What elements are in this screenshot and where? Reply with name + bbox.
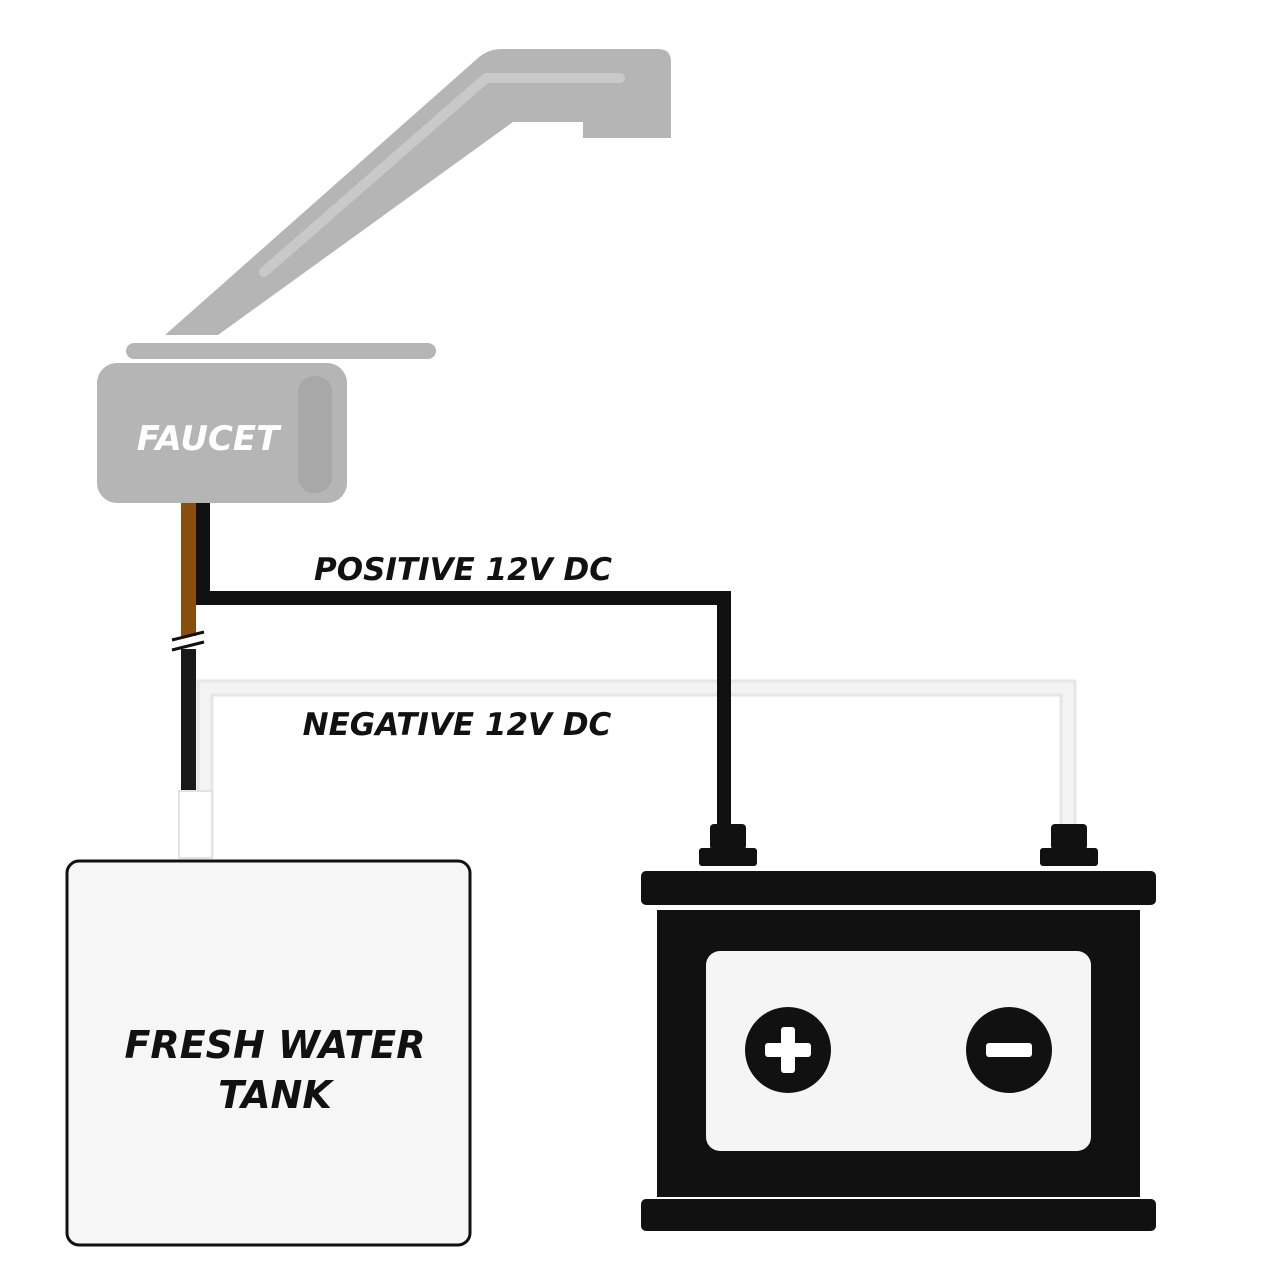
- fresh-water-tank: FRESH WATER TANK: [65, 859, 472, 1247]
- battery-lid: [641, 871, 1156, 905]
- faucet: FAUCET: [97, 49, 671, 503]
- positive-terminal-base: [699, 848, 757, 866]
- negative-terminal-post: [1051, 824, 1087, 850]
- positive-terminal-post: [710, 824, 746, 850]
- plus-icon: [745, 1007, 831, 1093]
- battery-label-panel: [706, 951, 1091, 1151]
- minus-icon: [966, 1007, 1052, 1093]
- faucet-body: [97, 363, 347, 503]
- faucet-label: FAUCET: [137, 419, 282, 459]
- tank-label-line1: FRESH WATER: [124, 1023, 425, 1067]
- faucet-spout: [165, 49, 671, 335]
- tank-fitting: [178, 790, 213, 859]
- faucet-deck: [126, 343, 436, 359]
- battery-icon: [641, 824, 1156, 1231]
- battery-base: [641, 1199, 1156, 1231]
- wire-break-icon: [171, 630, 205, 652]
- black-wire-to-tank: [181, 649, 196, 791]
- negative-terminal-base: [1040, 848, 1098, 866]
- tank-body: [65, 859, 472, 1247]
- faucet-handle: [298, 376, 332, 493]
- brown-wire: [181, 503, 196, 636]
- faucet-spout-highlight: [259, 73, 625, 277]
- tank-label-line2: TANK: [218, 1073, 334, 1117]
- negative-wire-core: [199, 682, 1074, 858]
- positive-wire: [196, 503, 731, 826]
- positive-wire-label: POSITIVE 12V DC: [314, 552, 612, 588]
- negative-wire-label: NEGATIVE 12V DC: [303, 707, 612, 743]
